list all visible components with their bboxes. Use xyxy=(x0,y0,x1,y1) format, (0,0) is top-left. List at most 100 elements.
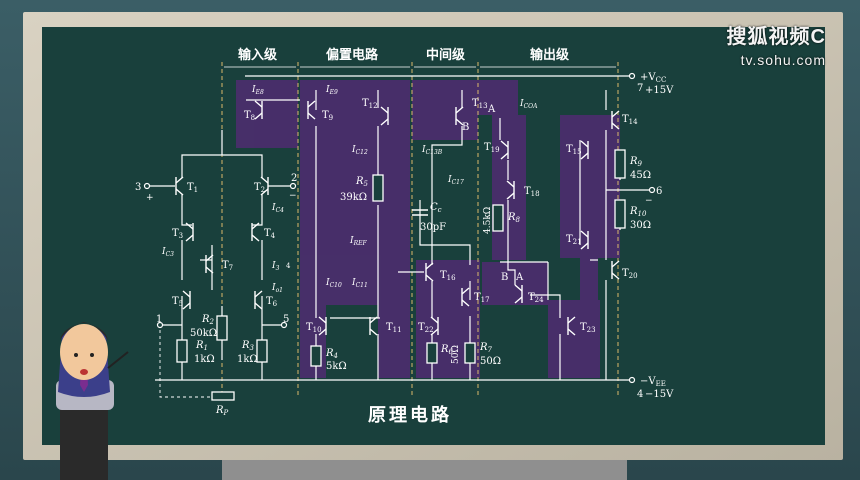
label-t13: T13 xyxy=(472,98,488,110)
label-i3: I3 xyxy=(271,261,280,272)
label-t3: T3 xyxy=(172,228,183,240)
node-a2: A xyxy=(515,272,524,283)
vee-label: −VEE xyxy=(640,376,666,388)
label-t18: T18 xyxy=(524,186,540,198)
label-t8: T8 xyxy=(244,110,255,122)
highlight-regions xyxy=(236,80,620,378)
label-t17: T17 xyxy=(474,292,490,304)
pin-labels: 3 + 2 − 1 5 6 − xyxy=(135,173,662,325)
label-r8: R8 xyxy=(507,212,521,224)
label-ic10: IC10 xyxy=(325,278,342,289)
vee-value: −15V xyxy=(645,389,674,400)
value-r3: 1kΩ xyxy=(237,354,258,365)
section-label-bias-bg xyxy=(322,46,388,63)
label-ie8: IE8 xyxy=(251,85,264,96)
node-a1: A xyxy=(487,104,496,115)
label-r1: R1 xyxy=(195,340,208,352)
terminal-dots xyxy=(143,72,656,384)
node-labels: A B B A xyxy=(462,104,524,283)
resistor-symbols xyxy=(176,149,626,401)
watermark-brand-tail: C xyxy=(810,26,826,48)
label-r2: R2 xyxy=(201,314,215,326)
value-r2: 50kΩ xyxy=(190,328,217,339)
label-r10: R10 xyxy=(629,206,647,218)
label-t23: T23 xyxy=(580,322,596,334)
label-t21: T21 xyxy=(566,234,582,246)
section-label-middle-bg xyxy=(422,46,468,63)
transistor-labels: T1 T2 T3 T4 T5 T6 T7 T8 T9 T10 T11 T12 T… xyxy=(172,98,638,334)
value-r10: 30Ω xyxy=(630,220,651,231)
label-iref: IREF xyxy=(349,236,367,247)
section-label-input-bg xyxy=(234,46,276,63)
label-r4: R4 xyxy=(325,348,338,360)
pin-6-minus: − xyxy=(645,196,653,206)
value-r8: 4.5kΩ xyxy=(483,207,493,234)
node-b2: B xyxy=(501,272,508,283)
label-t19: T19 xyxy=(484,142,500,154)
value-r4: 5kΩ xyxy=(326,361,347,372)
label-i4: 4 xyxy=(286,262,291,270)
section-label-bias: 偏置电路 xyxy=(326,47,379,63)
capacitor-symbol xyxy=(412,209,428,216)
section-label-input: 输入级 xyxy=(238,47,278,63)
section-label-middle: 中间级 xyxy=(426,47,466,63)
label-t5: T5 xyxy=(172,296,183,308)
label-t16: T16 xyxy=(440,270,456,282)
label-t11: T11 xyxy=(386,322,402,334)
label-t1: T1 xyxy=(187,182,198,194)
watermark-brand-text: 搜狐视频 xyxy=(726,26,811,48)
label-rp: RP xyxy=(215,405,229,417)
supply-labels: +VCC 7 +15V −VEE 4 −15V xyxy=(637,72,674,400)
value-r1: 1kΩ xyxy=(194,354,215,365)
label-icoa: ICOA xyxy=(519,99,538,110)
transistor-symbols xyxy=(175,100,620,336)
pin-6: 6 xyxy=(656,186,662,197)
diagram-caption: 原理电路 xyxy=(368,404,452,426)
label-ic13b: IC13B xyxy=(421,145,443,156)
pin-2: 2 xyxy=(291,173,297,184)
value-cc: 30pF xyxy=(420,222,446,233)
value-r6: 50Ω xyxy=(451,345,461,364)
label-r5: R5 xyxy=(355,176,369,188)
label-t20: T20 xyxy=(622,268,638,280)
rp-dashed-link xyxy=(159,330,212,398)
value-r5: 39kΩ xyxy=(340,192,367,203)
pin-3: 3 xyxy=(135,182,141,193)
label-r9: R9 xyxy=(629,156,643,168)
label-ic17: IC17 xyxy=(447,175,464,186)
label-t24: T24 xyxy=(528,292,544,304)
label-ic3: IC3 xyxy=(161,247,174,258)
current-labels: IE8 IE9 IC12 IC13B IC17 IC4 IC3 IREF IC1… xyxy=(161,85,538,294)
label-r6: R6 xyxy=(440,344,454,356)
node-b1: B xyxy=(462,122,469,133)
label-t2: T2 xyxy=(254,182,265,194)
value-r9: 45Ω xyxy=(630,170,651,181)
pin-1: 1 xyxy=(156,314,162,325)
circuit-wires xyxy=(150,75,650,381)
pin-2-minus: − xyxy=(289,191,297,201)
label-r3: R3 xyxy=(241,340,255,352)
label-t12: T12 xyxy=(362,98,378,110)
label-r7: R7 xyxy=(479,342,493,354)
label-ic4: IC4 xyxy=(271,203,284,214)
label-io1: Io1 xyxy=(271,283,283,294)
pin-5: 5 xyxy=(283,314,289,325)
label-t22: T22 xyxy=(418,322,434,334)
presenter-avatar xyxy=(56,322,129,480)
section-label-output: 输出级 xyxy=(530,47,570,63)
watermark-url: tv.sohu.com xyxy=(740,52,826,68)
vee-pin: 4 xyxy=(637,389,643,400)
label-t9: T9 xyxy=(322,110,333,122)
label-ic11: IC11 xyxy=(351,278,368,289)
vcc-value: +15V xyxy=(645,85,674,96)
vcc-label: +VCC xyxy=(640,72,666,84)
vcc-pin: 7 xyxy=(637,83,643,94)
label-ie9: IE9 xyxy=(325,85,338,96)
label-t7: T7 xyxy=(222,260,233,272)
label-t14: T14 xyxy=(622,114,638,126)
label-t4: T4 xyxy=(264,228,276,240)
label-t6: T6 xyxy=(266,296,278,308)
label-ic12: IC12 xyxy=(351,145,368,156)
label-t10: T10 xyxy=(306,322,322,334)
